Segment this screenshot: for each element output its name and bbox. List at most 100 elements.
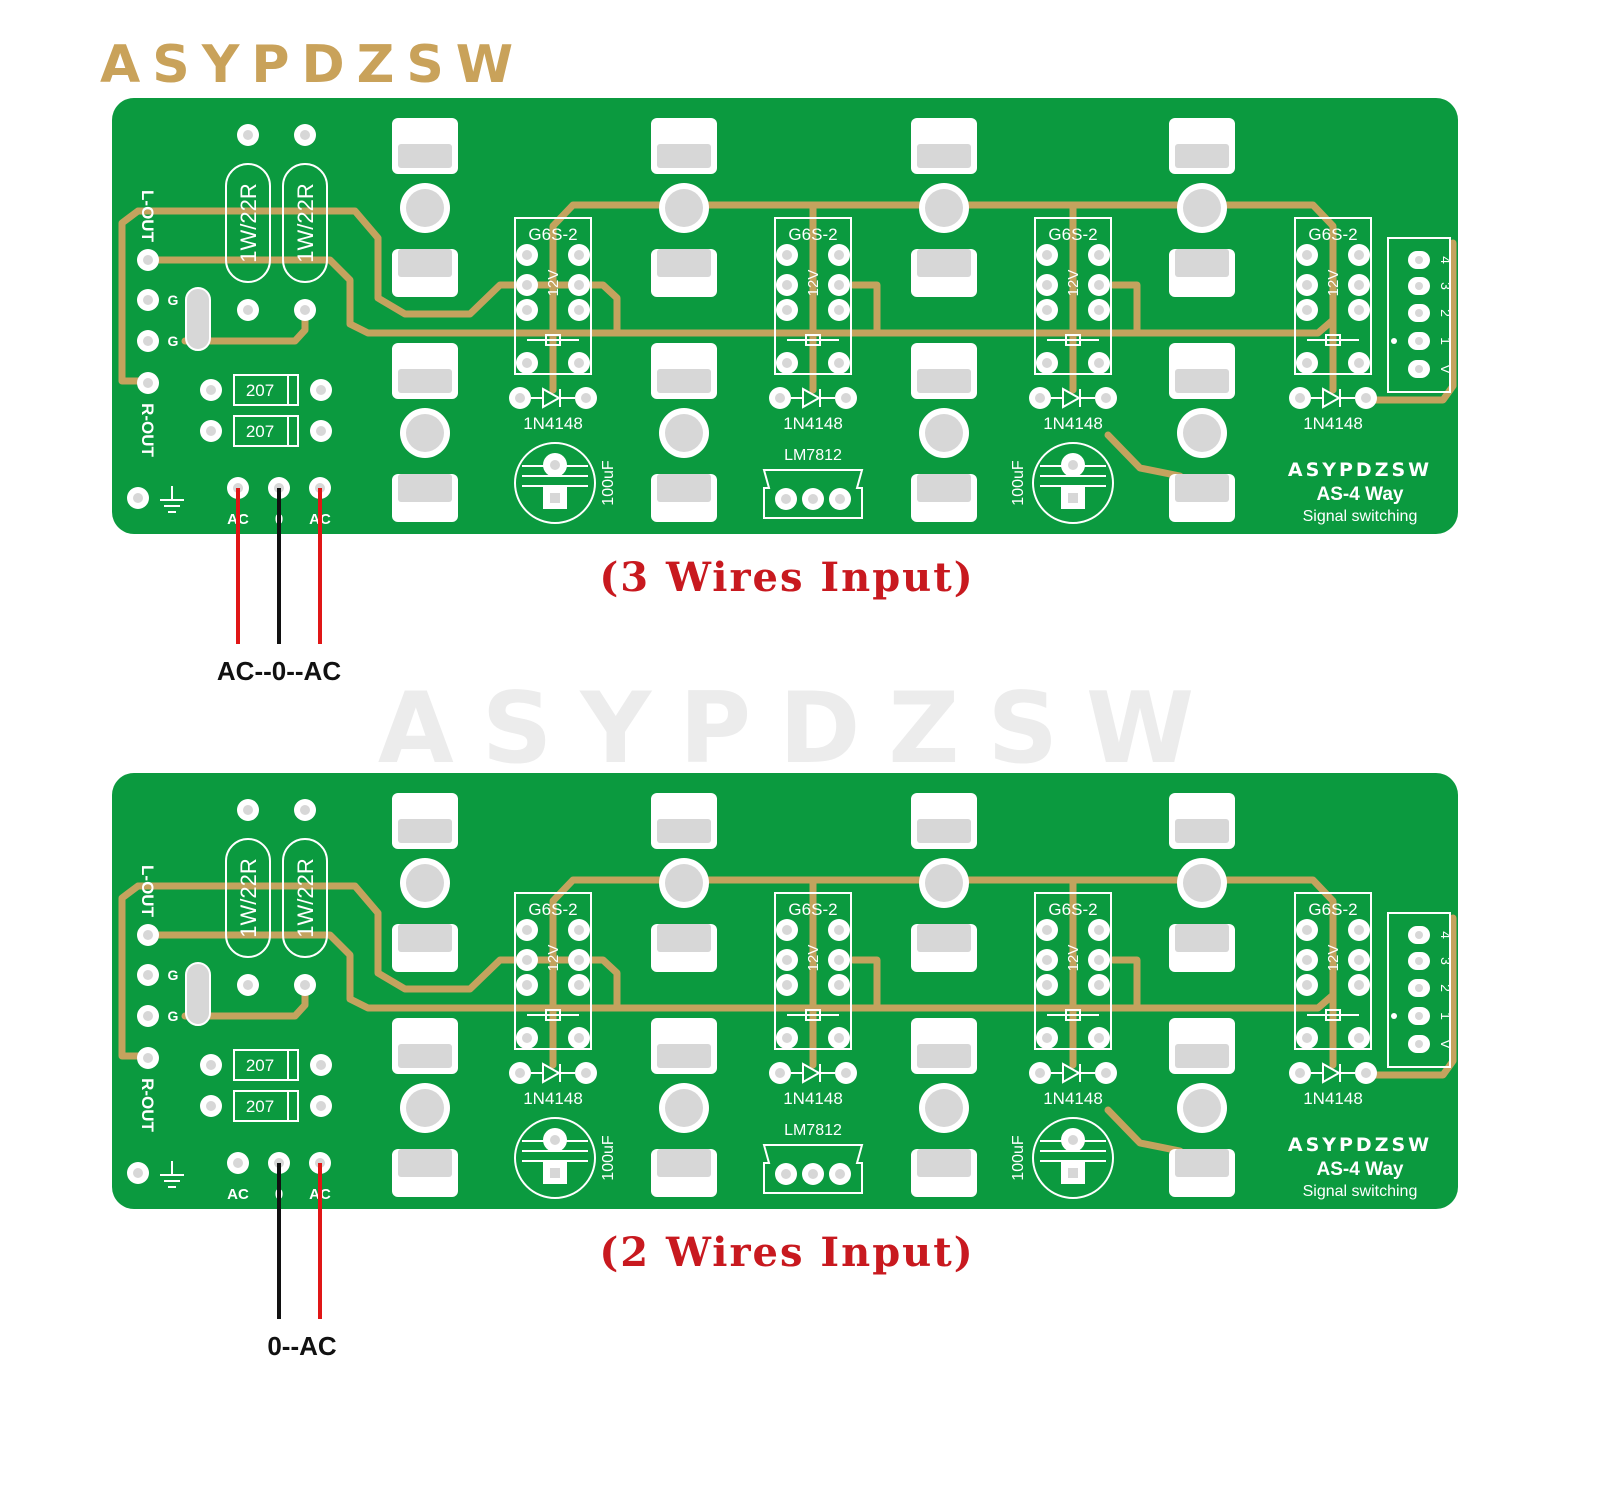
trace-relay-coil bbox=[1109, 956, 1141, 1012]
label-resistor-2: 1W/22R bbox=[293, 183, 318, 262]
label-g1: G bbox=[168, 292, 179, 308]
label-connector-pin: V bbox=[1438, 364, 1454, 374]
trace-cap bbox=[1104, 431, 1184, 480]
label-relay-3: G6S-2 bbox=[1048, 225, 1097, 244]
pad-relay-hole bbox=[834, 250, 844, 260]
pad-relay-hole bbox=[1094, 1033, 1104, 1043]
ground-icon bbox=[160, 486, 184, 513]
pad-regulator-hole bbox=[808, 1169, 818, 1179]
label-relay-voltage: 12V bbox=[1325, 270, 1342, 297]
label-capacitor-2: 100uF bbox=[1010, 460, 1027, 506]
connector-pin-hole bbox=[1415, 282, 1423, 290]
socket-hole bbox=[925, 1089, 963, 1127]
pad-relay-hole bbox=[834, 358, 844, 368]
pad-resistor-bottom-hole bbox=[300, 305, 310, 315]
pad-regulator-hole bbox=[781, 1169, 791, 1179]
pad-relay-hole bbox=[782, 1033, 792, 1043]
label-diode-1: 1N4148 bbox=[523, 1089, 583, 1108]
connector-pin-hole bbox=[1415, 337, 1423, 345]
pad-diode-hole bbox=[775, 1068, 785, 1078]
socket-pad-fill bbox=[398, 249, 452, 277]
socket-hole bbox=[925, 189, 963, 227]
label-ac-left: AC bbox=[227, 1186, 249, 1203]
label-connector-pin: 1 bbox=[1438, 337, 1454, 345]
label-relay-voltage: 12V bbox=[805, 945, 822, 972]
pad-relay-hole bbox=[834, 305, 844, 315]
pad-bridge-hole bbox=[206, 1060, 216, 1070]
socket-hole bbox=[925, 414, 963, 452]
socket-pad-fill bbox=[1175, 924, 1229, 952]
board-model: AS-4 Way bbox=[1317, 484, 1404, 505]
pad-relay-hole bbox=[1302, 305, 1312, 315]
pad-diode-hole bbox=[515, 393, 525, 403]
label-g2: G bbox=[168, 1008, 179, 1024]
pad-regulator-hole bbox=[835, 1169, 845, 1179]
pad-resistor-top-hole bbox=[243, 130, 253, 140]
label-diode-4: 1N4148 bbox=[1303, 1089, 1363, 1108]
pad-ac-input-hole bbox=[233, 1158, 243, 1168]
label-relay-voltage: 12V bbox=[1065, 945, 1082, 972]
pad-relay-hole bbox=[574, 955, 584, 965]
socket-pad-fill bbox=[1175, 369, 1229, 393]
pad-relay-hole bbox=[574, 1033, 584, 1043]
ground-icon bbox=[160, 1161, 184, 1188]
label-diode-3: 1N4148 bbox=[1043, 1089, 1103, 1108]
label-relay-2: G6S-2 bbox=[788, 900, 837, 919]
label-regulator: LM7812 bbox=[784, 1122, 842, 1139]
board-brand: ASYPDZSW bbox=[1288, 459, 1432, 481]
pad-relay-hole bbox=[574, 250, 584, 260]
pad-relay-hole bbox=[1094, 980, 1104, 990]
pad-relay-hole bbox=[522, 358, 532, 368]
capacitor-hole bbox=[550, 493, 560, 503]
diode-icon bbox=[1062, 1062, 1082, 1084]
pad-bridge-hole bbox=[316, 426, 326, 436]
pad-g2-hole bbox=[143, 336, 153, 346]
resistor-outline bbox=[282, 163, 328, 283]
pad-relay-hole bbox=[782, 925, 792, 935]
pad-bridge-hole bbox=[206, 385, 216, 395]
relay-outline bbox=[1034, 217, 1112, 375]
socket-pad-fill bbox=[917, 369, 971, 393]
label-resistor-1: 1W/22R bbox=[236, 858, 261, 937]
pad-bridge-hole bbox=[316, 385, 326, 395]
diode-icon bbox=[1322, 387, 1342, 409]
regulator-outline bbox=[762, 1144, 864, 1194]
pad-diode-hole bbox=[1295, 393, 1305, 403]
socket-hole bbox=[665, 189, 703, 227]
label-relay-voltage: 12V bbox=[545, 945, 562, 972]
brand-logo: ASYPDZSW bbox=[100, 35, 525, 95]
connector-outline bbox=[1387, 237, 1451, 393]
pcb-board-two-wire: L-OUTR-OUTGG1W/22R1W/22R207207AC0ACG6S-2… bbox=[112, 773, 1458, 1361]
label-connector-pin: 2 bbox=[1438, 309, 1454, 317]
pad-resistor-bottom-hole bbox=[243, 980, 253, 990]
pad-relay-hole bbox=[834, 955, 844, 965]
pad-diode-hole bbox=[1035, 1068, 1045, 1078]
label-relay-2: G6S-2 bbox=[788, 225, 837, 244]
socket-pad-fill bbox=[657, 144, 711, 168]
socket-pad-fill bbox=[657, 369, 711, 393]
label-r-out: R-OUT bbox=[138, 403, 157, 457]
label-regulator: LM7812 bbox=[784, 447, 842, 464]
socket-pad-fill bbox=[398, 369, 452, 393]
connector-pin-hole bbox=[1415, 957, 1423, 965]
socket-hole bbox=[1183, 864, 1221, 902]
pad-relay-hole bbox=[1302, 1033, 1312, 1043]
pad-relay-hole bbox=[1042, 925, 1052, 935]
pad-resistor-top-hole bbox=[243, 805, 253, 815]
socket-pad-fill bbox=[917, 474, 971, 502]
pad-relay-hole bbox=[1094, 280, 1104, 290]
pad-relay-hole bbox=[1302, 955, 1312, 965]
pad-relay-hole bbox=[1302, 980, 1312, 990]
pad-diode-hole bbox=[515, 1068, 525, 1078]
pad-relay-hole bbox=[834, 925, 844, 935]
label-connector-pin: 1 bbox=[1438, 1012, 1454, 1020]
pad-relay-hole bbox=[1302, 925, 1312, 935]
socket-pad-fill bbox=[917, 924, 971, 952]
diode-icon bbox=[542, 1062, 562, 1084]
pad-relay-hole bbox=[1302, 280, 1312, 290]
pad-g1-hole bbox=[143, 295, 153, 305]
socket-pad-fill bbox=[398, 1149, 452, 1177]
pad-relay-hole bbox=[1354, 980, 1364, 990]
socket-hole bbox=[1183, 1089, 1221, 1127]
connector-pin-hole bbox=[1415, 309, 1423, 317]
